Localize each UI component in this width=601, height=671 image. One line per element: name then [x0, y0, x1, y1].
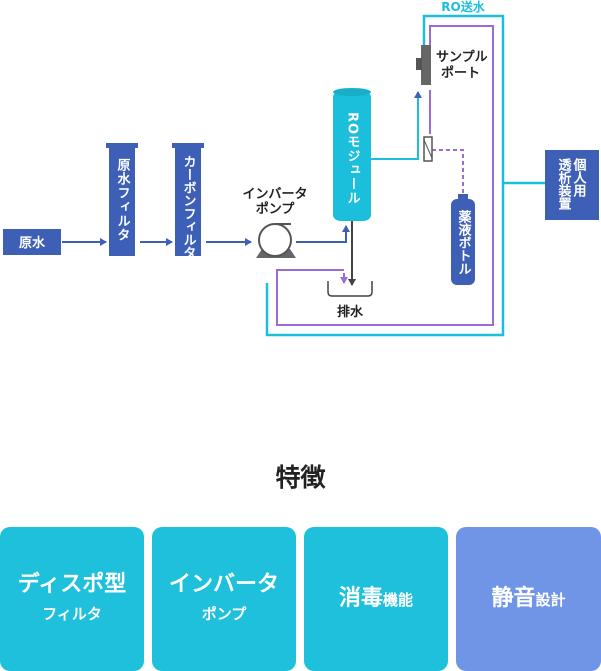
drain-basin [327, 281, 373, 297]
raw-water-label: 原水 [19, 235, 46, 251]
flow-arrow-pump-to-ro [296, 225, 350, 243]
chemical-dashed-line [432, 149, 464, 195]
feature-card-sub: 機能 [383, 591, 414, 609]
feature-card-sub: ポンプ [201, 605, 247, 623]
ro-module-label: ROモジュール [345, 112, 361, 205]
features-title: 特徴 [275, 463, 326, 492]
sample-port-label-1: サンプル [436, 50, 488, 65]
feature-card-main: 消毒 [338, 586, 383, 611]
device-label-1: 個人用 [571, 157, 588, 198]
disinfection-loop-dashed-end [277, 269, 348, 284]
feature-card-disinfection: 消毒機能 [304, 527, 448, 671]
feature-card-disposable-filter: ディスポ型 フィルタ [0, 527, 144, 671]
flow-line-ro-to-sample-port [370, 91, 422, 160]
chemical-bottle-label: 薬液ボトル [456, 209, 473, 275]
ro-feed-loop-outer [265, 14, 505, 337]
ro-module: ROモジュール [333, 88, 371, 221]
raw-water-filter: 原水フィルタ [106, 143, 138, 256]
raw-water-box [3, 229, 61, 255]
chemical-bottle: 薬液ボトル [451, 194, 475, 285]
feature-card-inverter-pump: インバータ ポンプ [152, 527, 296, 671]
carbon-filter: カーボンフィルタ [172, 143, 204, 259]
pump-icon [256, 223, 296, 258]
feature-card-main: ディスポ型 [17, 572, 127, 597]
sample-port-block [416, 45, 431, 85]
feature-card-sub: フィルタ [42, 605, 102, 623]
inverter-pump-label-2: ポンプ [256, 201, 296, 217]
feature-card-quiet-design: 静音設計 [456, 527, 601, 671]
device-label-2: 透析装置 [556, 158, 573, 210]
feature-card-main: インバータ [168, 572, 279, 597]
valve-icon [423, 136, 433, 162]
raw-water-filter-label: 原水フィルタ [115, 158, 131, 242]
carbon-filter-label: カーボンフィルタ [181, 155, 197, 259]
feature-card-sub: 設計 [535, 591, 566, 609]
inverter-pump-label-1: インバータ [242, 187, 307, 202]
sample-port-label-2: ポート [441, 65, 480, 81]
feature-card-main: 静音 [491, 586, 536, 611]
drain-label: 排水 [337, 304, 364, 320]
dialysis-device: 個人用 透析装置 [545, 150, 599, 220]
ro-feed-label: RO送水 [441, 0, 485, 14]
